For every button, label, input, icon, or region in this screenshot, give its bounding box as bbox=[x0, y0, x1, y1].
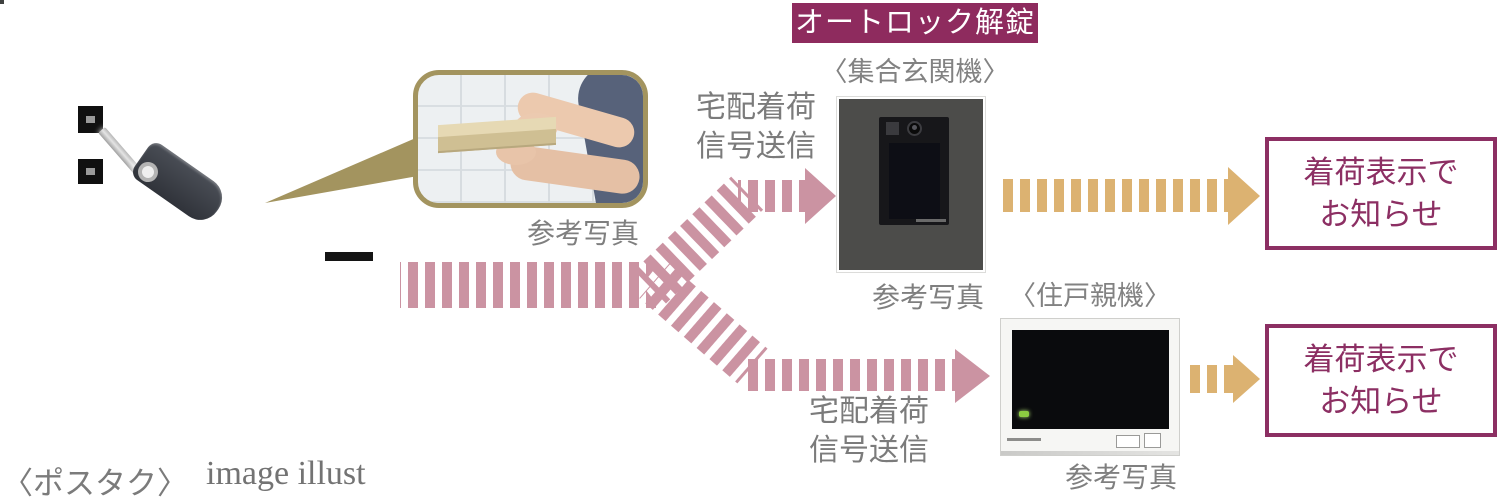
locker-lock-panel-icon bbox=[78, 106, 103, 133]
autolock-unlock-badge: オートロック解錠 bbox=[792, 3, 1038, 43]
camera-icon bbox=[907, 121, 922, 136]
locker-lock-panel-icon bbox=[78, 159, 103, 184]
signal-band-main bbox=[400, 262, 660, 308]
room-unit-photo bbox=[1000, 318, 1180, 456]
delivery-locker-illustration bbox=[0, 0, 373, 261]
signal-arrowhead-upper bbox=[805, 168, 836, 224]
signal-text-lower: 宅配着荷 信号送信 bbox=[809, 395, 929, 467]
room-unit-name: 〈住戸親機〉 bbox=[1009, 281, 1171, 311]
image-illust-credit: image illust bbox=[206, 455, 366, 492]
monitor-label-chip bbox=[1144, 433, 1161, 448]
intercom-screen bbox=[889, 143, 940, 219]
room-photo-caption: 参考写真 bbox=[1064, 463, 1177, 494]
signal-text-upper: 宅配着荷 信号送信 bbox=[696, 91, 816, 163]
notify-band-upper bbox=[1000, 179, 1228, 212]
autolock-unlock-label: オートロック解錠 bbox=[794, 7, 1035, 39]
intercom-panel bbox=[879, 117, 949, 225]
locker-mail-slot bbox=[325, 252, 373, 261]
entrance-unit-name: 〈集合玄関機〉 bbox=[820, 57, 1010, 87]
entrance-unit-photo bbox=[837, 97, 985, 272]
signal-band-lower bbox=[745, 359, 955, 391]
notify-arrowhead-upper bbox=[1228, 167, 1260, 225]
callout-wedge bbox=[265, 137, 418, 203]
notify-band-lower bbox=[1185, 365, 1233, 393]
led-indicator bbox=[1019, 411, 1029, 417]
monitor-base bbox=[1001, 451, 1179, 455]
monitor-screen bbox=[1012, 330, 1169, 429]
monitor-label-chip bbox=[1116, 435, 1140, 448]
intercom-sensor-icon bbox=[886, 122, 899, 135]
arrival-notice-box-upper: 着荷表示で お知らせ bbox=[1265, 137, 1497, 250]
inset-photo-caption: 参考写真 bbox=[526, 219, 639, 250]
signal-band-upper bbox=[738, 180, 805, 212]
signal-band-lower-diagonal bbox=[639, 263, 768, 384]
entrance-photo-caption: 参考写真 bbox=[871, 283, 984, 314]
inset-reference-photo bbox=[413, 70, 648, 208]
intercom-brand-mark bbox=[916, 219, 946, 222]
monitor-brand-mark bbox=[1007, 438, 1041, 441]
signal-arrowhead-lower bbox=[955, 349, 990, 403]
arrival-notice-box-lower: 着荷表示で お知らせ bbox=[1265, 324, 1497, 437]
locker-name-label: 〈ポスタク〉 bbox=[2, 466, 188, 500]
notify-arrowhead-lower bbox=[1233, 355, 1260, 403]
